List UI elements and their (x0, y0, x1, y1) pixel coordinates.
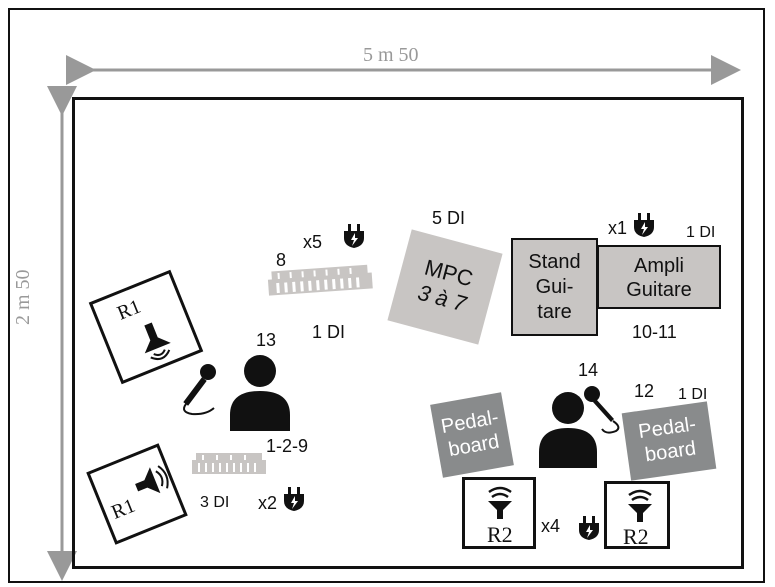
keyboard-top-di-label: 1 DI (312, 322, 346, 342)
mpc-di-label: 5 DI (432, 208, 466, 228)
power-plug-icon (579, 516, 599, 540)
pedalboard-right-number: 12 (634, 381, 655, 401)
height-dimension-label: 2 m 50 (12, 269, 34, 325)
guitar-stand-box: Stand Gui- tare (511, 238, 598, 336)
wedge-speaker-icon (488, 486, 512, 519)
speaker-icon (135, 465, 169, 494)
keyboard-icon-bottom (192, 453, 266, 474)
plug-count-x1: x1 (608, 218, 628, 238)
power-plug-icon (344, 224, 364, 248)
monitor-label: R1 (108, 494, 139, 524)
pedalboard-right: Pedal- board (621, 401, 717, 481)
keyboard-bottom-number: 1-2-9 (266, 436, 309, 456)
width-dimension-label: 5 m 50 (363, 44, 419, 66)
amp-line1: Ampli (633, 255, 684, 277)
amp-line2: Guitare (626, 279, 692, 301)
keyboard-icon-top (267, 264, 373, 296)
microphone-right-icon (584, 386, 620, 434)
musician-left-icon (230, 355, 290, 431)
ampli-di-label: 1 DI (686, 224, 716, 241)
wedge-speaker-icon (628, 489, 652, 522)
monitor-label: R2 (623, 524, 649, 549)
plug-count-x5: x5 (303, 232, 323, 252)
speaker-icon (144, 322, 171, 361)
power-plug-icon (634, 213, 654, 237)
stage-area (72, 97, 744, 569)
power-plug-icon (284, 487, 304, 511)
stand-line3: tare (537, 301, 572, 323)
guitar-amp-box: Ampli Guitare (597, 245, 721, 309)
microphone-left-icon (183, 364, 216, 416)
monitor-r1-top: R1 (88, 269, 204, 385)
musician-right-icon (539, 392, 597, 468)
monitor-label: R1 (114, 295, 145, 325)
monitor-label: R2 (487, 522, 513, 547)
pedalboard-left: Pedal- board (430, 392, 514, 478)
monitor-r2-right: R2 (604, 481, 670, 549)
stand-line1: Stand (528, 251, 581, 273)
monitor-r1-bottom: R1 (86, 443, 188, 545)
ampli-channels-label: 10-11 (632, 322, 677, 342)
stand-line2: Gui- (535, 276, 574, 298)
keyboard-bottom-di-label: 3 DI (200, 494, 230, 511)
plug-count-x2: x2 (258, 493, 278, 513)
musician-right-number: 14 (578, 360, 599, 380)
musician-left-number: 13 (256, 330, 277, 350)
plug-count-x4: x4 (541, 516, 561, 536)
keyboard-top-number: 8 (276, 250, 287, 270)
pedalboard-right-di-label: 1 DI (678, 386, 708, 403)
monitor-r2-left: R2 (462, 477, 536, 549)
